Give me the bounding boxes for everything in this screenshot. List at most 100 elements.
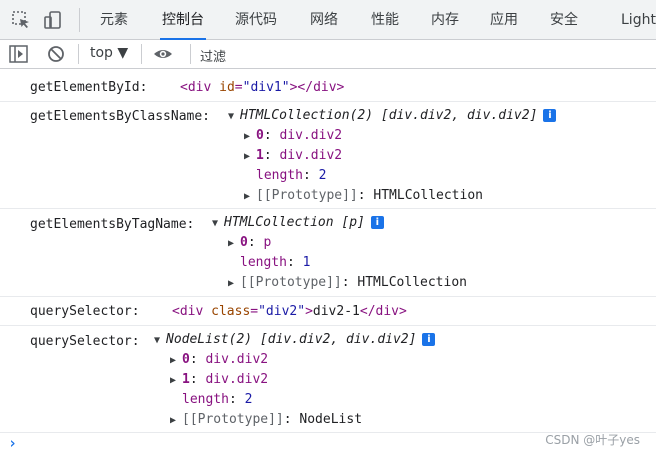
prototype-key: [[Prototype]] <box>240 275 342 290</box>
console-toolbar: top ▼ 过滤 <box>0 40 656 69</box>
attr-value: "div1" <box>242 80 290 95</box>
tab-performance[interactable]: 性能 <box>371 12 399 28</box>
length-key: length <box>182 392 229 407</box>
attr-eq: = <box>250 304 259 319</box>
tag-open: <div <box>180 80 220 95</box>
console-entry-label: querySelector: <box>30 304 140 319</box>
tab-application[interactable]: 应用 <box>490 12 518 28</box>
item-key: 1 <box>182 372 190 387</box>
entry-divider <box>0 208 656 209</box>
length-value: 1 <box>302 255 311 270</box>
tag-open: <div <box>172 304 212 319</box>
prototype-key: [[Prototype]] <box>182 412 284 427</box>
item-key: 0 <box>182 352 190 367</box>
collapsed-triangle-icon[interactable]: ▶ <box>228 278 235 289</box>
item-value: div.div2 <box>279 128 343 143</box>
length-row: length: 2 <box>256 168 327 183</box>
tab-memory[interactable]: 内存 <box>431 12 459 28</box>
length-value: 2 <box>318 168 327 183</box>
live-expression-eye-icon[interactable] <box>152 44 174 64</box>
info-icon[interactable]: i <box>370 216 384 229</box>
toolbar-divider <box>78 44 79 64</box>
device-toolbar-icon[interactable] <box>42 9 64 31</box>
collection-summary[interactable]: ▼ HTMLCollection [p] i <box>212 215 384 232</box>
list-item[interactable]: ▶0: p <box>228 235 272 250</box>
list-item[interactable]: ▶1: div.div2 <box>244 148 343 163</box>
collapsed-triangle-icon[interactable]: ▶ <box>244 191 251 202</box>
console-prompt-icon[interactable]: › <box>8 434 18 452</box>
tab-sources[interactable]: 源代码 <box>235 12 277 28</box>
tag-gt: > <box>305 304 313 319</box>
clear-console-icon[interactable] <box>46 44 66 64</box>
tag-close: ></div> <box>289 80 345 95</box>
length-key: length <box>240 255 287 270</box>
prototype-key: [[Prototype]] <box>256 188 358 203</box>
list-item[interactable]: ▶0: div.div2 <box>170 352 269 367</box>
length-value: 2 <box>244 392 253 407</box>
filter-input[interactable]: 过滤 <box>200 50 227 65</box>
collapsed-triangle-icon[interactable]: ▶ <box>170 355 177 366</box>
attr-name: id <box>219 80 235 95</box>
tab-network[interactable]: 网络 <box>310 12 338 28</box>
prototype-value: NodeList <box>299 412 363 427</box>
entry-divider <box>0 296 656 297</box>
item-key: 1 <box>256 148 264 163</box>
summary-text: HTMLCollection(2) [div.div2, div.div2] <box>240 108 538 123</box>
collapsed-triangle-icon[interactable]: ▶ <box>170 415 177 426</box>
summary-text: NodeList(2) [div.div2, div.div2] <box>166 332 417 347</box>
collapsed-triangle-icon[interactable]: ▶ <box>228 238 235 249</box>
inspect-element-icon[interactable] <box>10 9 32 31</box>
length-key: length <box>256 168 303 183</box>
item-value: div.div2 <box>205 352 269 367</box>
tab-lighthouse[interactable]: Light <box>621 12 656 28</box>
entry-divider <box>0 325 656 326</box>
list-item[interactable]: ▶0: div.div2 <box>244 128 343 143</box>
context-selector[interactable]: top ▼ <box>90 45 129 61</box>
tab-security[interactable]: 安全 <box>550 12 578 28</box>
collapsed-triangle-icon[interactable]: ▶ <box>244 151 251 162</box>
info-icon[interactable]: i <box>422 333 436 346</box>
prototype-row[interactable]: ▶[[Prototype]]: HTMLCollection <box>244 188 483 203</box>
prototype-value: HTMLCollection <box>373 188 483 203</box>
summary-text: HTMLCollection [p] <box>224 215 365 230</box>
expanded-triangle-icon[interactable]: ▼ <box>154 335 161 346</box>
console-entry-label: getElementsByTagName: <box>30 217 195 232</box>
item-key: 0 <box>256 128 264 143</box>
devtools-tabbar: 元素 控制台 源代码 网络 性能 内存 应用 安全 Light <box>0 0 656 40</box>
tab-elements[interactable]: 元素 <box>100 12 128 28</box>
attr-eq: = <box>234 80 243 95</box>
console-entry-label: querySelector: <box>30 334 140 349</box>
prototype-row[interactable]: ▶[[Prototype]]: NodeList <box>170 412 363 427</box>
tabbar-divider <box>79 8 80 32</box>
element-text: div2-1 <box>312 304 360 319</box>
sidebar-toggle-icon[interactable] <box>8 44 30 64</box>
collapsed-triangle-icon[interactable]: ▶ <box>244 131 251 142</box>
element-html[interactable]: <div id="div1"></div> <box>180 80 344 96</box>
item-value: div.div2 <box>279 148 343 163</box>
expanded-triangle-icon[interactable]: ▼ <box>212 218 219 229</box>
collection-summary[interactable]: ▼ HTMLCollection(2) [div.div2, div.div2] i <box>228 108 557 125</box>
prototype-row[interactable]: ▶[[Prototype]]: HTMLCollection <box>228 275 467 290</box>
item-key: 0 <box>240 235 248 250</box>
collapsed-triangle-icon[interactable]: ▶ <box>170 375 177 386</box>
watermark: CSDN @叶子yes <box>545 433 640 447</box>
expanded-triangle-icon[interactable]: ▼ <box>228 111 235 122</box>
collection-summary[interactable]: ▼ NodeList(2) [div.div2, div.div2] i <box>154 332 436 349</box>
length-row: length: 1 <box>240 255 311 270</box>
item-value: div.div2 <box>205 372 269 387</box>
toolbar-divider <box>141 44 142 64</box>
console-entry-label: getElementById: <box>30 80 148 95</box>
item-value: p <box>263 235 272 250</box>
prototype-value: HTMLCollection <box>357 275 467 290</box>
console-entry-label: getElementsByClassName: <box>30 109 211 124</box>
attr-name: class <box>211 304 251 319</box>
tag-close: </div> <box>359 304 407 319</box>
element-html[interactable]: <div class="div2">div2-1</div> <box>172 304 407 320</box>
length-row: length: 2 <box>182 392 253 407</box>
toolbar-divider <box>190 44 191 64</box>
list-item[interactable]: ▶1: div.div2 <box>170 372 269 387</box>
tab-console[interactable]: 控制台 <box>160 0 206 40</box>
attr-value: "div2" <box>258 304 306 319</box>
entry-divider <box>0 432 656 433</box>
info-icon[interactable]: i <box>543 109 557 122</box>
